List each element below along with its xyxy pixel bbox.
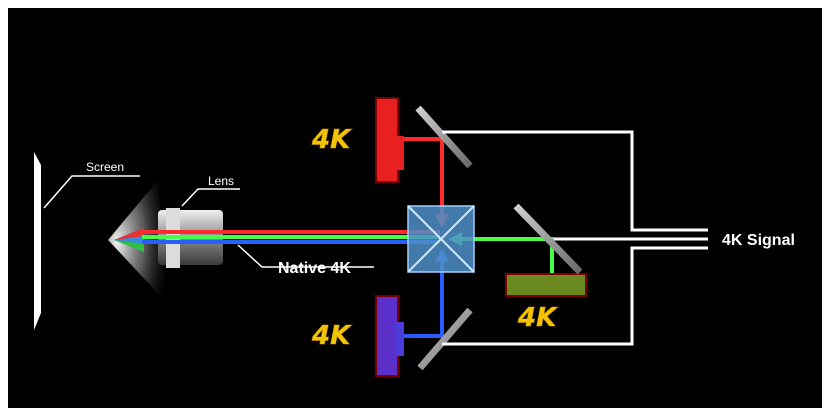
- diagram-canvas: Screen Lens Native 4K 4K 4K 4K 4K Signal: [34, 97, 795, 377]
- red-panel-bracket: [396, 136, 404, 170]
- native-4k-leader-line: [237, 244, 374, 268]
- beam-tip-red: [114, 228, 144, 240]
- blue-mirror: [417, 307, 473, 371]
- green-panel: [505, 273, 587, 297]
- signal-wire-red: [442, 130, 708, 232]
- screen-leader-line: [43, 175, 140, 209]
- green-mirror: [513, 203, 583, 275]
- lens-leader-line: [181, 188, 240, 207]
- lens-label: Lens: [208, 174, 234, 188]
- beam-tip-green: [114, 240, 144, 252]
- prism-diagonal-b: [407, 205, 475, 273]
- screen-panel: [34, 152, 41, 330]
- red-panel: [375, 97, 399, 183]
- panel-green-label: 4K: [517, 303, 558, 333]
- projector-diagram: Screen Lens Native 4K 4K 4K 4K 4K Signal: [8, 8, 822, 408]
- signal-wire-blue: [442, 246, 708, 346]
- panel-red-label: 4K: [311, 125, 352, 155]
- blue-panel: [375, 295, 399, 377]
- signal-label: 4K Signal: [722, 232, 795, 249]
- native-4k-label: Native 4K: [278, 260, 351, 277]
- panel-blue-label: 4K: [311, 321, 352, 351]
- screen-label: Screen: [86, 160, 124, 174]
- red-mirror: [415, 105, 473, 169]
- blue-panel-bracket: [396, 322, 404, 356]
